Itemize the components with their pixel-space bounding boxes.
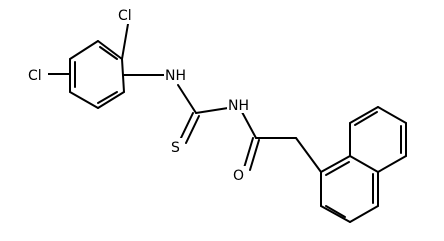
- atom-oxygen: O: [233, 168, 244, 184]
- ring1-bond-1: [97, 40, 123, 60]
- atom-nh-amine: NH: [165, 68, 186, 84]
- bond-nh-cs: [177, 84, 197, 114]
- atom-sulfur: S: [171, 140, 180, 156]
- naph-bond-5: [320, 205, 351, 223]
- naph-bond-11: [377, 155, 407, 173]
- ring1-bond-6: [69, 40, 99, 60]
- mask-nh-amine: [164, 66, 188, 84]
- naph-bond-1: [320, 155, 351, 173]
- bond-nh-co: [241, 111, 257, 139]
- naph-bond-4: [349, 205, 379, 223]
- naph-double-3: [325, 205, 346, 218]
- ring1-double-1: [99, 46, 118, 60]
- bond-co-o-1: [243, 137, 254, 169]
- naph-bond-8: [349, 106, 379, 124]
- ring1-bond-3: [97, 91, 125, 109]
- atom-cl-top: Cl: [118, 8, 132, 24]
- ring1-double-2: [97, 91, 118, 104]
- dichlorophenyl-ring: [69, 40, 125, 109]
- ring1-bond-2: [121, 58, 125, 93]
- bond-c-cl-top: [121, 23, 129, 60]
- naph-bond-9: [377, 106, 407, 124]
- bond-cs-s-2: [185, 115, 200, 144]
- naphthalene-ring: [320, 106, 407, 223]
- mask-oxygen: [232, 166, 248, 184]
- naph-double-1: [325, 161, 350, 176]
- mask-cl-top: [118, 6, 138, 24]
- ring1-bond-4: [69, 91, 99, 109]
- mask-sulfur: [170, 138, 184, 156]
- bond-co-o-2: [249, 139, 260, 171]
- mask-nh-imide: [227, 95, 251, 113]
- atom-nh-imide: NH: [228, 98, 249, 114]
- naph-double-4: [354, 111, 378, 126]
- bond-cs-nh: [195, 107, 229, 114]
- mask-cl-left: [28, 66, 48, 84]
- atom-cl-left: Cl: [28, 68, 42, 84]
- bond-ch2-naph: [295, 137, 322, 173]
- bond-cs-s-1: [179, 112, 194, 141]
- naph-bond-2: [349, 155, 379, 173]
